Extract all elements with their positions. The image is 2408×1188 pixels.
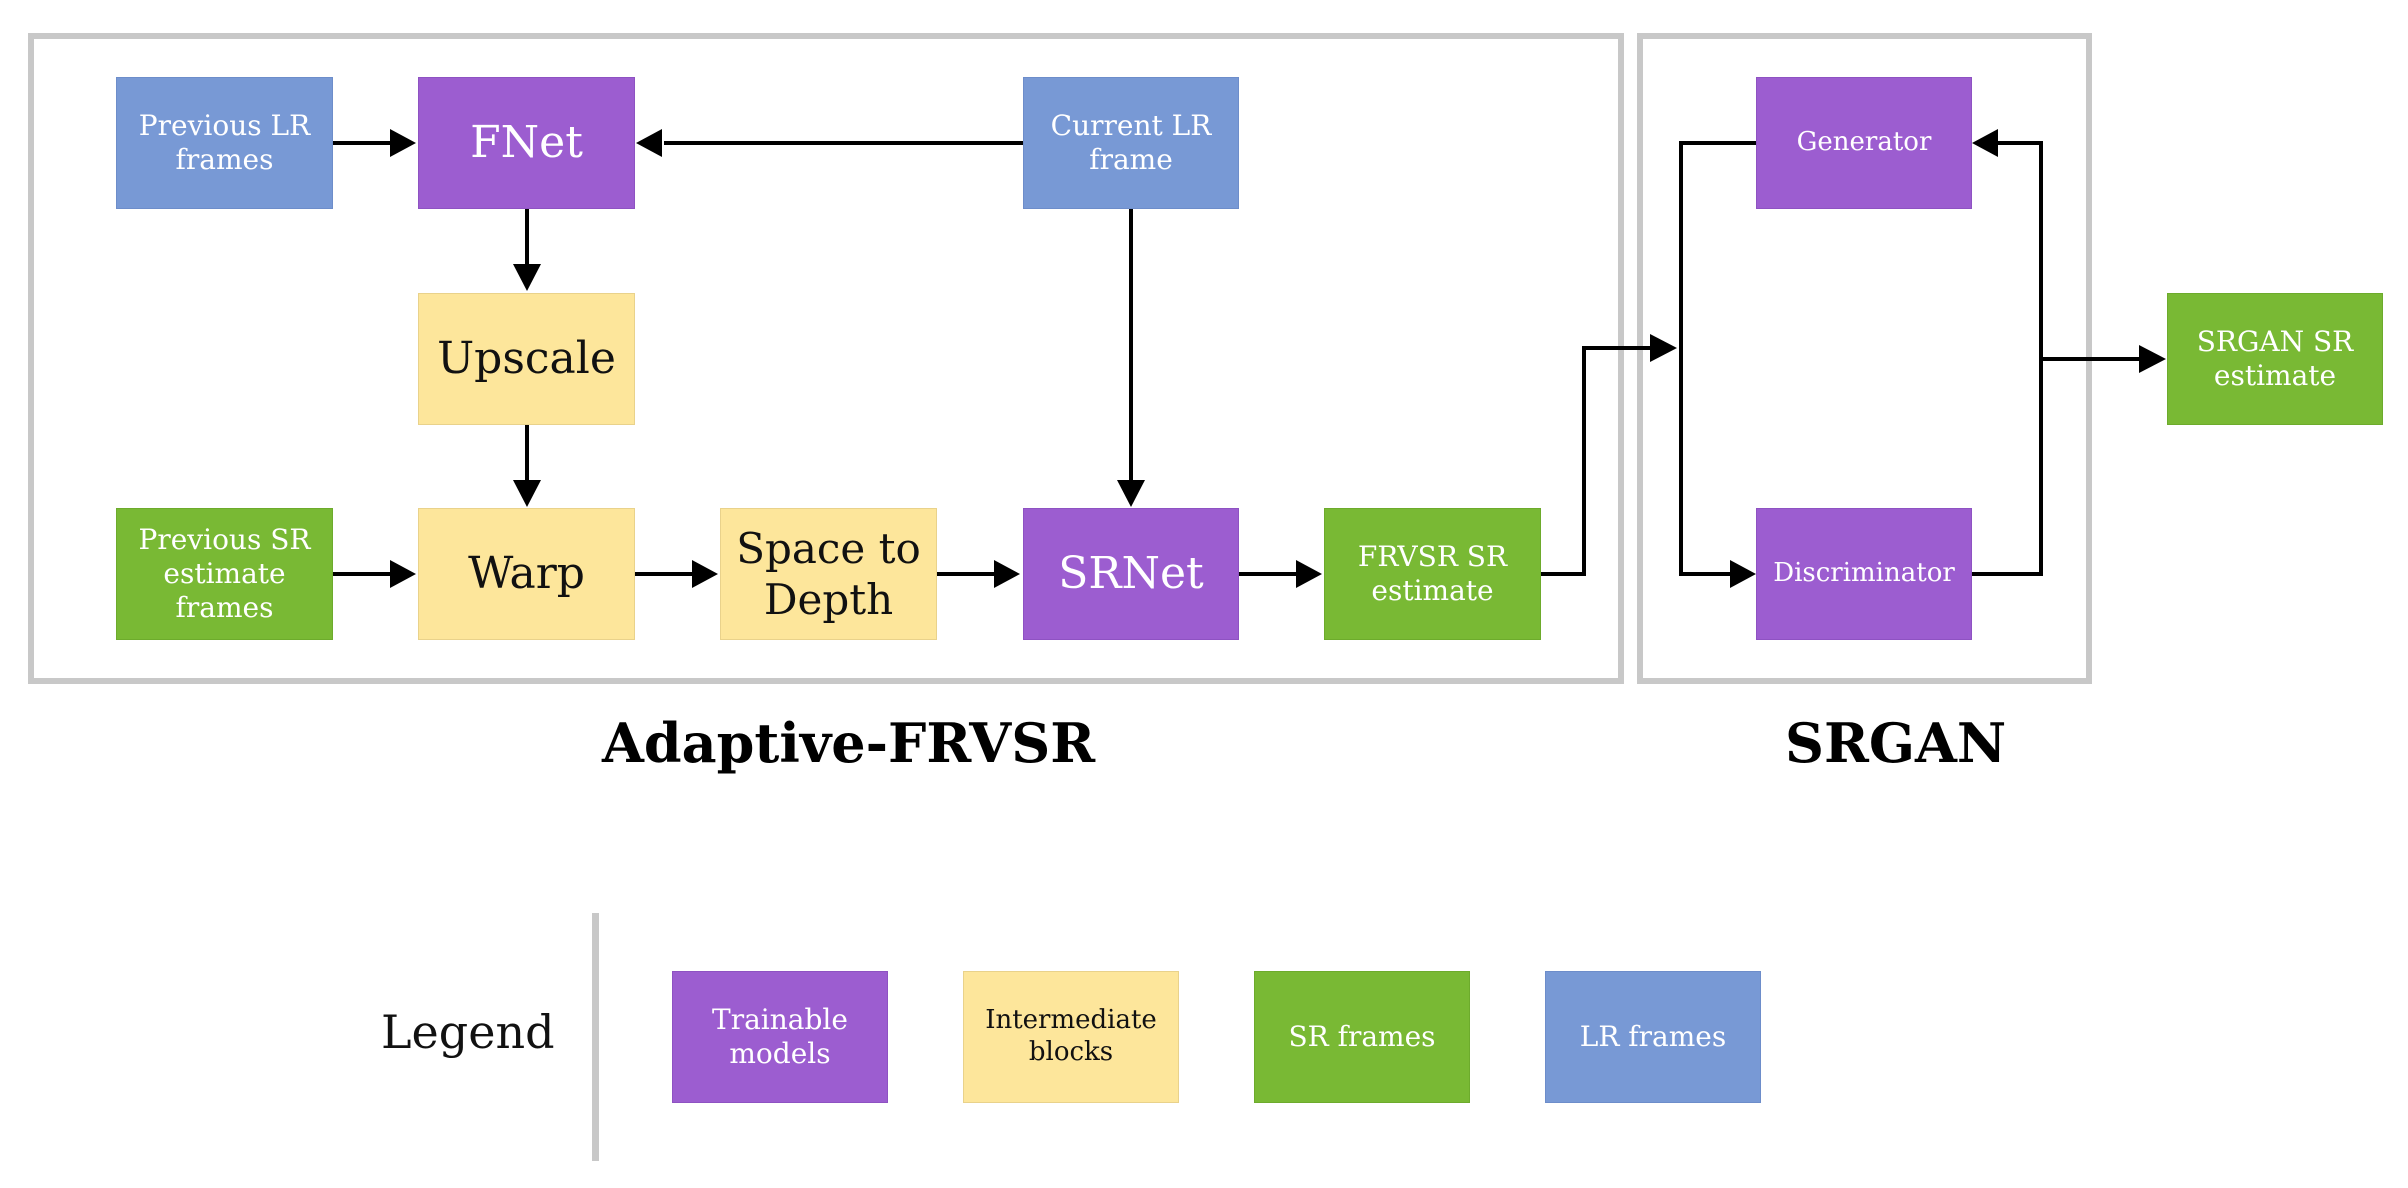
srnet-node: SRNet — [1023, 508, 1239, 640]
generator-node: Generator — [1756, 77, 1972, 209]
arrow-discriminator-to-generator — [1972, 141, 2043, 576]
arrowhead-warp-in-left — [390, 560, 416, 588]
space-to-depth-node: Space to Depth — [720, 508, 937, 640]
discriminator-node: Discriminator — [1756, 508, 1972, 640]
adaptive-frvsr-title: Adaptive-FRVSR — [602, 711, 1096, 775]
current-lr-frame-node: Current LR frame — [1023, 77, 1239, 209]
legend-lr-frames-swatch: LR frames — [1545, 971, 1761, 1103]
arrowhead-s2d-in — [692, 560, 718, 588]
upscale-node: Upscale — [418, 293, 635, 425]
arrowhead-warp-in-top — [513, 480, 541, 507]
legend-divider — [592, 913, 599, 1161]
arrow-generator-to-discriminator — [1679, 141, 1756, 576]
arrowhead-srgan-out-in — [2139, 345, 2166, 373]
arrowhead-srnet-in-top — [1117, 480, 1145, 507]
arrowhead-generator-in — [1972, 129, 1998, 157]
warp-node: Warp — [418, 508, 635, 640]
arrowhead-srnet-in-left — [994, 560, 1020, 588]
frvsr-sr-estimate-node: FRVSR SR estimate — [1324, 508, 1541, 640]
arrowhead-fnet-in-right — [636, 129, 662, 157]
srgan-title: SRGAN — [1785, 711, 2007, 775]
previous-lr-frames-node: Previous LR frames — [116, 77, 333, 209]
fnet-node: FNet — [418, 77, 635, 209]
arrowhead-frvsr-out-in — [1296, 560, 1322, 588]
arrowhead-upscale-in — [513, 264, 541, 291]
adaptive-frvsr-frame — [28, 33, 1624, 684]
srgan-sr-estimate-node: SRGAN SR estimate — [2167, 293, 2383, 425]
previous-sr-estimate-node: Previous SR estimate frames — [116, 508, 333, 640]
legend-title: Legend — [381, 1005, 555, 1059]
arrow-frvsr-out-to-srgan — [1541, 346, 1652, 576]
legend-intermediate-blocks-swatch: Intermediate blocks — [963, 971, 1179, 1103]
legend-trainable-models-swatch: Trainable models — [672, 971, 888, 1103]
arrowhead-fnet-in-left — [390, 129, 416, 157]
legend-sr-frames-swatch: SR frames — [1254, 971, 1470, 1103]
arrowhead-discriminator-in — [1730, 560, 1756, 588]
arrowhead-srgan-in — [1650, 334, 1677, 362]
